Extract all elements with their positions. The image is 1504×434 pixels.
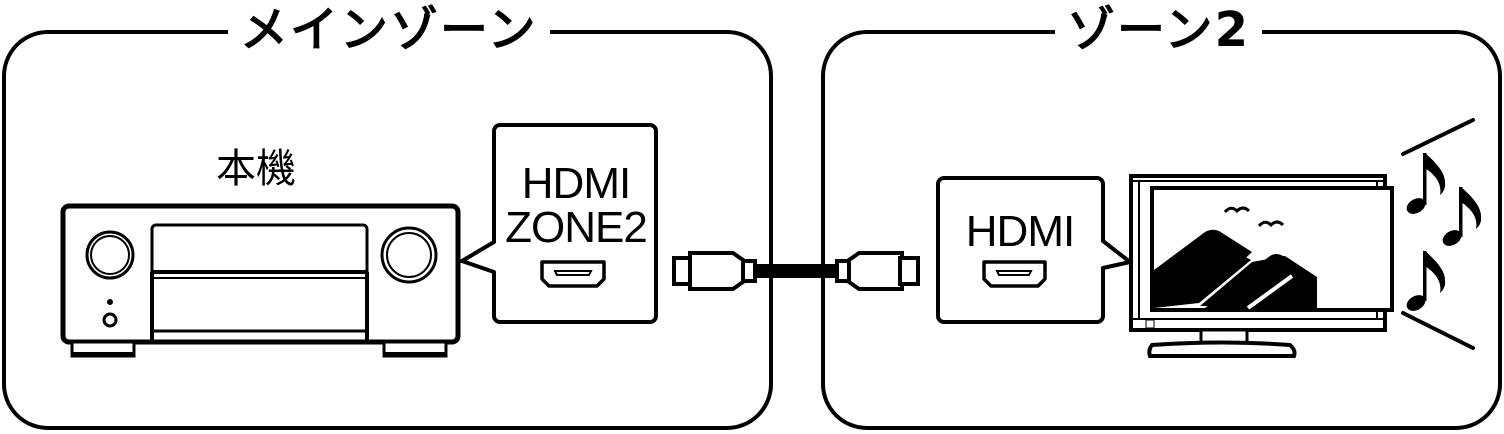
- source-callout-text: HDMI ZONE2: [497, 162, 655, 250]
- sink-callout-line1: HDMI: [965, 207, 1075, 256]
- hdmi-port-icon-2: [982, 260, 1047, 288]
- hdmi-cable-icon: [672, 251, 920, 291]
- zone2-panel: ゾーン2: [821, 2, 1502, 430]
- sink-callout: [936, 176, 1132, 324]
- main-zone-title: メインゾーン: [228, 2, 550, 58]
- main-zone-panel: メインゾーン: [2, 2, 773, 430]
- zone2-title: ゾーン2: [1055, 2, 1262, 58]
- source-callout-line1: HDMI: [521, 159, 631, 208]
- main-unit-label: 本機: [216, 146, 296, 192]
- source-callout-line2: ZONE2: [505, 203, 648, 252]
- sink-callout-text: HDMI: [940, 210, 1100, 254]
- landscape-image-icon: [1150, 186, 1394, 312]
- av-receiver-icon: [60, 203, 461, 358]
- music-notes-icon: [1401, 118, 1482, 350]
- source-callout: [460, 123, 658, 324]
- hdmi-port-icon: [540, 260, 606, 288]
